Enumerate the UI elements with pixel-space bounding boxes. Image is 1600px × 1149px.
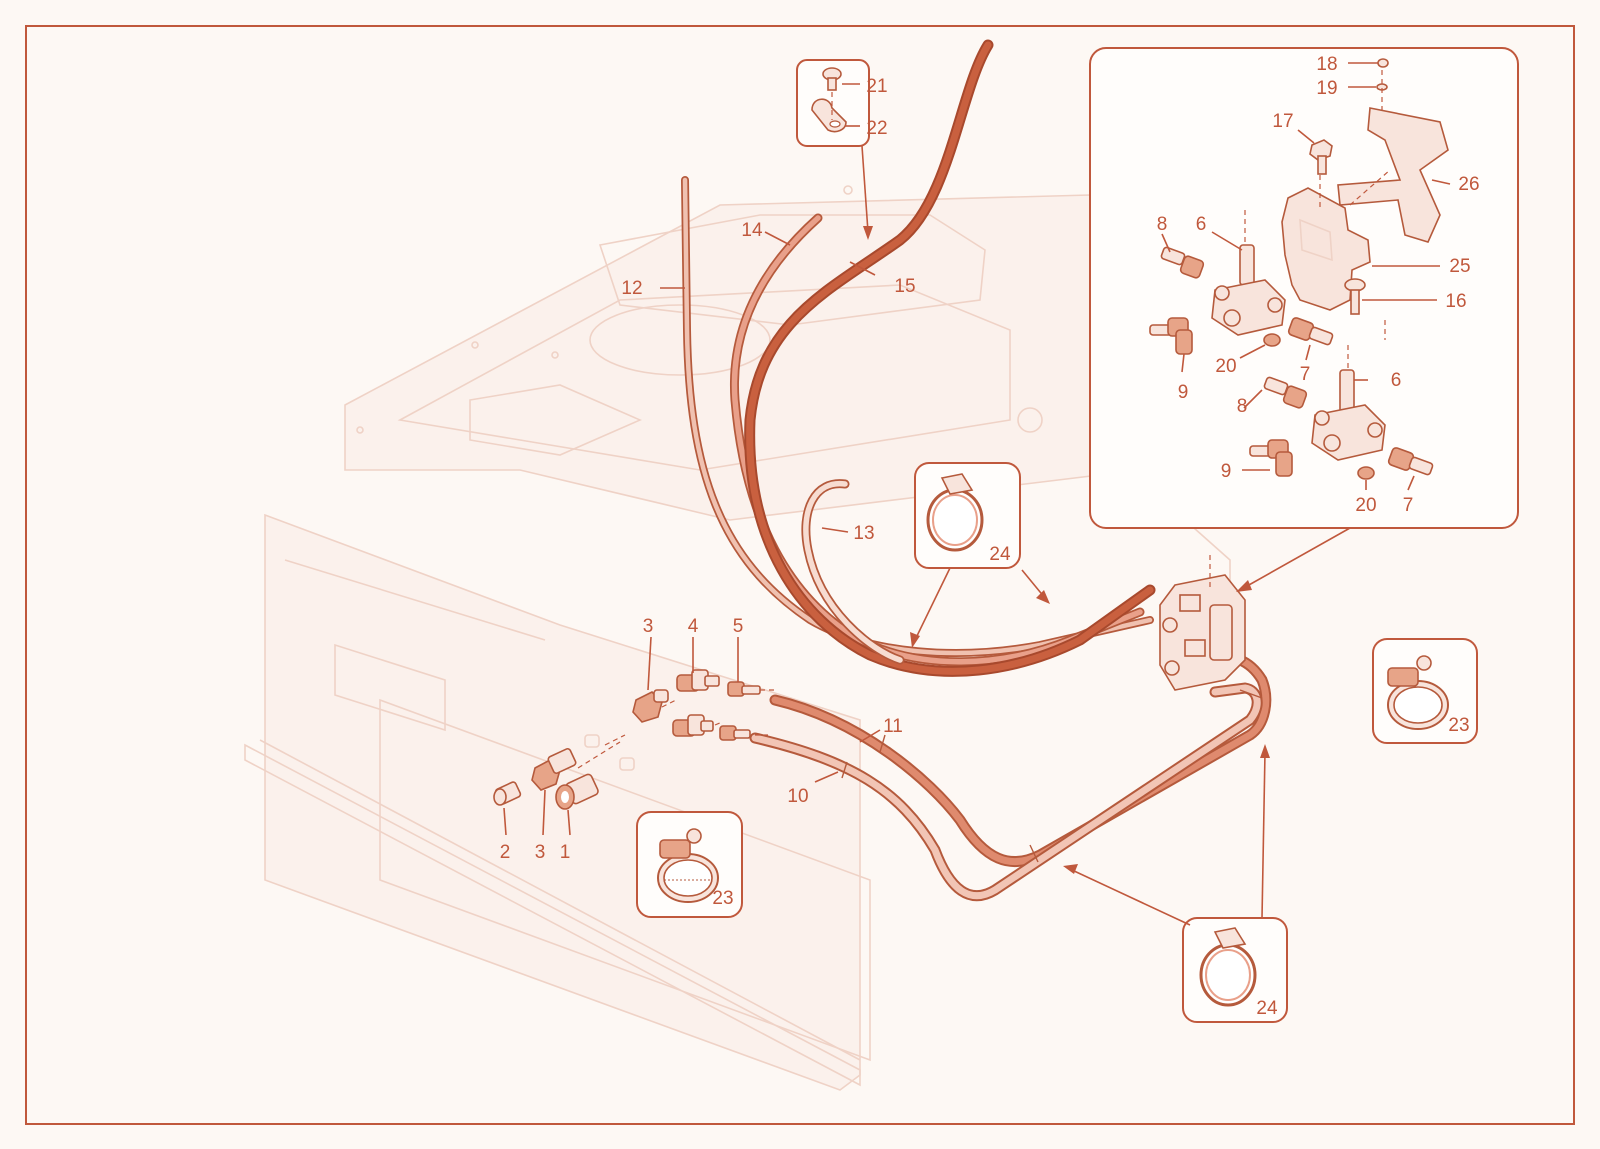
callout-26: 26 [1458,174,1479,195]
worm-drive-hose-clamp-icon [657,828,719,903]
plug-2 [493,781,522,806]
fitting-7-lower [1387,447,1434,476]
rivet-16 [1344,278,1366,315]
manifold-assembly [1159,555,1246,691]
screw-18 [1377,58,1389,68]
callout-22: 22 [866,118,887,139]
callout-2: 2 [500,842,511,863]
callout-24-top: 24 [989,544,1011,565]
loose-fittings [493,669,775,810]
callout-18: 18 [1316,54,1337,75]
nut-20-upper [1263,333,1281,347]
hose-set [681,39,1272,902]
callout-25: 25 [1449,256,1470,277]
callout-21: 21 [866,76,887,97]
callout-4: 4 [688,616,699,637]
screw-icon [822,67,842,91]
clamp-23-box-left [636,811,743,918]
callout-labels: 1 2 3 3 4 5 10 11 12 13 14 15 21 22 23 2… [500,54,1480,1019]
callout-20-lower: 20 [1355,495,1376,516]
worm-drive-hose-clamp-icon [1387,655,1449,730]
callout-7-lower: 7 [1403,495,1414,516]
clamp-24-box-top [910,462,1050,648]
fitting-8-upper [1160,246,1205,279]
diagram-frame [25,25,1575,1125]
callout-1: 1 [560,842,571,863]
nut-20-lower [1357,466,1375,480]
valve-upper [1211,244,1286,336]
clamp-23-box-right [1372,638,1478,744]
callout-7-upper: 7 [1300,364,1311,385]
callout-6-lower: 6 [1391,370,1402,391]
callout-23-right: 23 [1448,715,1469,736]
fitting-8-lower [1263,376,1308,409]
nipple-5-upper [727,681,761,697]
callout-8-lower: 8 [1237,396,1248,417]
quick-coupling-1 [555,773,599,810]
fitting-9-lower [1249,439,1293,477]
screw-17 [1309,139,1333,175]
valve-lower [1311,369,1386,461]
callout-8-upper: 8 [1157,214,1168,235]
ear-hose-clamp-icon [1199,927,1257,1007]
callout-9-lower: 9 [1221,461,1232,482]
callout-13: 13 [853,523,874,544]
callout-5: 5 [733,616,744,637]
nipple-5-lower [719,725,751,741]
callout-10: 10 [787,786,808,807]
nut-3-lower [531,747,577,791]
nut-3-upper [632,689,669,723]
main-leader-lines [503,231,881,836]
callout-12: 12 [621,278,642,299]
callout-17: 17 [1272,111,1293,132]
callout-3-upper: 3 [643,616,654,637]
valve-detail-inset [1089,47,1519,592]
elbow-4-lower [672,714,714,737]
callout-11: 11 [883,716,903,737]
callout-23-left: 23 [712,888,733,909]
clip-detail-box [796,59,873,240]
clamp-24-box-bottom [1063,744,1288,1023]
bracket-26 [1337,107,1449,243]
ear-hose-clamp-icon [926,473,984,552]
callout-24-bottom: 24 [1256,998,1278,1019]
callout-14: 14 [741,220,763,241]
callout-9-upper: 9 [1178,382,1189,403]
callout-15: 15 [894,276,915,297]
cable-clip-icon [811,98,847,133]
callout-3-lower: 3 [535,842,546,863]
callout-20-upper: 20 [1215,356,1236,377]
callout-16: 16 [1445,291,1466,312]
hose-13 [801,479,905,665]
callout-6-upper: 6 [1196,214,1207,235]
callout-19: 19 [1316,78,1337,99]
elbow-4-upper [676,669,720,692]
fitting-7-upper [1287,317,1334,346]
